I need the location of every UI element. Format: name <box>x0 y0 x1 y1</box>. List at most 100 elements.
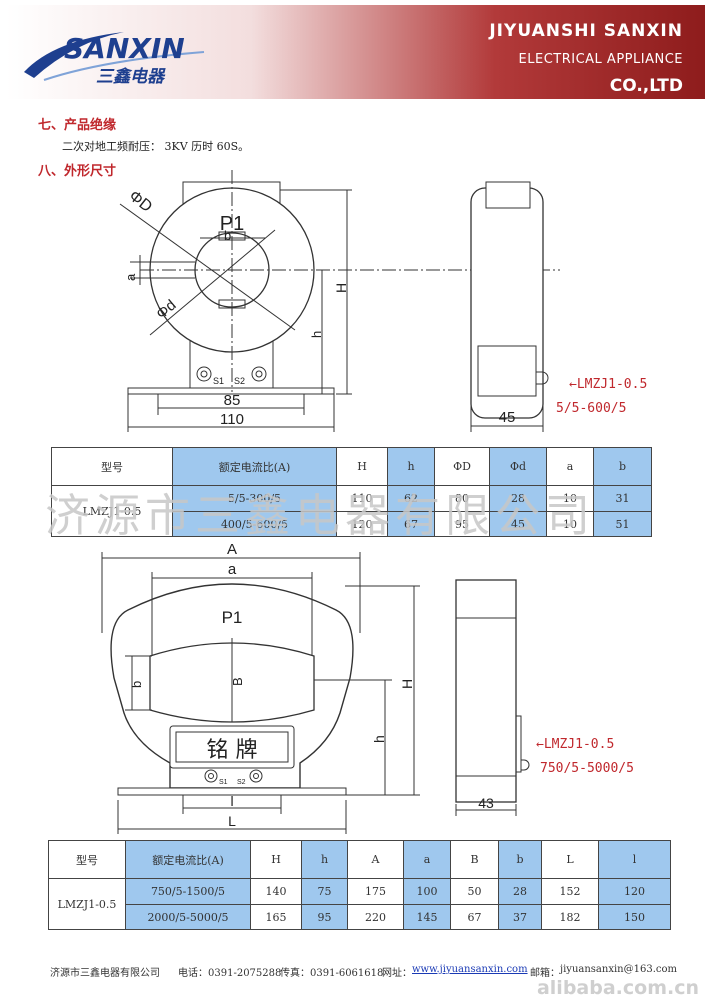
t1-h-D: ΦD <box>434 447 490 486</box>
table-row: 2000/5-5000/5 165 95 220 145 67 37 182 1… <box>49 904 671 930</box>
d1-H-label: H <box>333 283 349 293</box>
d1-dim110: 110 <box>220 411 244 428</box>
d1-b-label: b <box>224 228 231 243</box>
spec-table-1: 型号 额定电流比(A) H h ΦD Φd a b LMZJ1-0.5 5/5-… <box>51 447 652 537</box>
d1-s2-label: S2 <box>234 376 245 386</box>
d1-dim85: 85 <box>224 392 241 409</box>
t2-cell: 182 <box>541 904 599 930</box>
t2-cell: 750/5-1500/5 <box>125 878 251 905</box>
t2-cell: 175 <box>347 878 404 905</box>
d2-B-label: B <box>230 677 245 686</box>
footer-phone: 电话：0391-2075288 <box>178 968 282 979</box>
d2-H-label: H <box>399 679 415 689</box>
t1-h-b: b <box>593 447 652 486</box>
footer-company: 济源市三鑫电器有限公司 <box>50 968 160 979</box>
d1-h-label: h <box>309 331 324 338</box>
t2-cell: 165 <box>250 904 302 930</box>
t1-cell: 110 <box>336 485 388 512</box>
t2-h-H: H <box>250 840 302 879</box>
t1-cell: 5/5-300/5 <box>172 485 337 512</box>
diagram2-drawing: A a P1 b B H h 铭 牌 S1 S2 l L 43 ←LMZJ1-0… <box>101 541 634 834</box>
d2-ratio-callout: 750/5-5000/5 <box>540 761 634 776</box>
d2-a-label: a <box>228 561 237 578</box>
alibaba-watermark: alibaba.com.cn <box>536 977 699 999</box>
t2-cell: 152 <box>541 878 599 905</box>
d2-h-label: h <box>371 735 387 743</box>
t2-cell: 67 <box>450 904 499 930</box>
t2-cell: 220 <box>347 904 404 930</box>
t2-h-ratio: 额定电流比(A) <box>125 840 251 879</box>
t2-h-L: L <box>541 840 599 879</box>
t2-h-B: B <box>450 840 499 879</box>
d2-l-label: l <box>230 793 233 809</box>
t2-cell: 100 <box>403 878 451 905</box>
d2-L-label: L <box>228 813 236 829</box>
brand-en: SANXIN <box>64 32 185 65</box>
t1-cell: 45 <box>489 511 547 537</box>
t1-cell: 62 <box>387 485 435 512</box>
d2-P1-label: P1 <box>222 608 243 627</box>
d1-ratio-callout: 5/5-600/5 <box>556 401 626 416</box>
company-name-line1: JIYUANSHI SANXIN <box>489 21 683 41</box>
t2-h-a: a <box>403 840 451 879</box>
t2-cell: 2000/5-5000/5 <box>125 904 251 930</box>
t1-cell: 80 <box>434 485 490 512</box>
d1-s1-label: S1 <box>213 376 224 386</box>
footer-email[interactable]: jiyuansanxin@163.com <box>560 964 677 975</box>
t2-h-A: A <box>347 840 404 879</box>
t2-h-h: h <box>301 840 348 879</box>
t1-cell: 31 <box>593 485 652 512</box>
watermark: 济源市三鑫电器有限公司 <box>45 489 596 542</box>
t2-cell: 37 <box>498 904 542 930</box>
brand-logo: SANXIN 三鑫电器 <box>14 20 214 94</box>
t1-cell: 95 <box>434 511 490 537</box>
t1-cell: 51 <box>593 511 652 537</box>
t2-cell: 95 <box>301 904 348 930</box>
t2-h-b: b <box>498 840 542 879</box>
t2-model: LMZJ1-0.5 <box>48 878 126 930</box>
d2-s2-label: S2 <box>237 779 246 786</box>
table-row: LMZJ1-0.5 750/5-1500/5 140 75 175 100 50… <box>48 878 671 930</box>
t2-cell: 145 <box>403 904 451 930</box>
t2-cell: 75 <box>301 878 348 905</box>
table-row: 400/5-600/5 120 67 95 45 10 51 <box>52 511 652 537</box>
company-name-line2: ELECTRICAL APPLIANCE <box>518 52 683 67</box>
spec-table-2: 型号 额定电流比(A) H h A a B b L l LMZJ1-0.5 75… <box>48 840 671 930</box>
t2-cell: 140 <box>250 878 302 905</box>
footer-web-link[interactable]: www.jiyuansanxin.com <box>412 964 528 975</box>
section7-title: 七、产品绝缘 <box>38 118 117 133</box>
d1-P1-label: P1 <box>220 213 244 235</box>
brand-cn: 三鑫电器 <box>96 67 166 87</box>
d2-s1-label: S1 <box>219 779 228 786</box>
t1-cell: 67 <box>387 511 435 537</box>
d2-b-label: b <box>129 681 144 688</box>
t1-cell: 120 <box>336 511 388 537</box>
t2-cell: 120 <box>598 878 671 905</box>
t2-cell: 50 <box>450 878 499 905</box>
d2-nameplate: 铭 牌 <box>207 738 258 763</box>
d1-a-label: a <box>123 273 138 281</box>
t2-cell: 150 <box>598 904 671 930</box>
company-name-line3: CO.,LTD <box>609 76 683 96</box>
d2-A-label: A <box>227 541 237 558</box>
t1-cell: 10 <box>546 485 594 512</box>
section8-title: 八、外形尺寸 <box>38 164 117 179</box>
d1-dim45: 45 <box>499 409 516 426</box>
t2-cell: 28 <box>498 878 542 905</box>
t2-h-model: 型号 <box>48 840 126 879</box>
section7-text: 二次对地工频耐压： 3KV 历时 60S。 <box>62 140 250 153</box>
t1-cell: 400/5-600/5 <box>172 511 337 537</box>
t1-h-model: 型号 <box>51 447 173 486</box>
t2-h-l: l <box>598 840 671 879</box>
footer-fax: 传真：0391-6061618 <box>280 968 384 979</box>
d2-model-callout: ←LMZJ1-0.5 <box>536 737 614 752</box>
t1-h-H: H <box>336 447 388 486</box>
diagram1-drawing: P1 b ΦD a Φd h H S1 S2 85 110 45 ←LMZJ1-… <box>119 170 647 432</box>
t1-h-d: Φd <box>489 447 547 486</box>
d1-model-callout: ←LMZJ1-0.5 <box>569 377 647 392</box>
t1-model: LMZJ1-0.5 <box>51 485 173 537</box>
d2-dim43: 43 <box>478 795 494 811</box>
footer: 济源市三鑫电器有限公司 电话：0391-2075288 传真：0391-6061… <box>0 958 711 1006</box>
header-banner <box>6 5 705 99</box>
table-row: LMZJ1-0.5 5/5-300/5 110 62 80 28 10 31 <box>51 485 652 537</box>
